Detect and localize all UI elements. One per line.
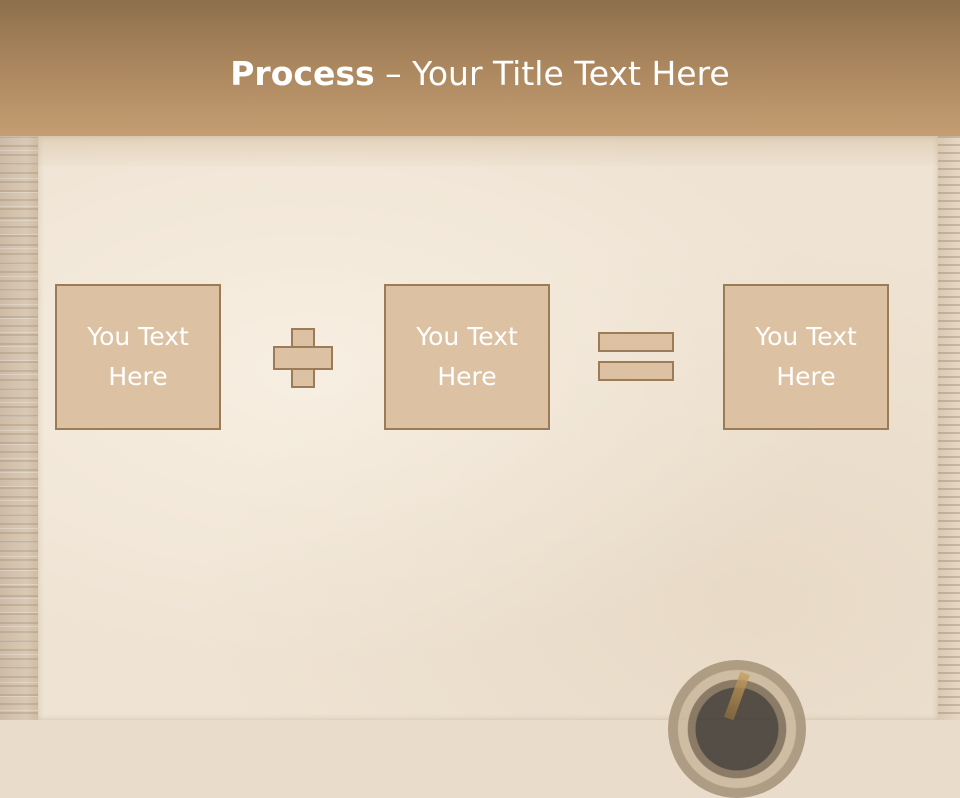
- title-band: [0, 0, 960, 136]
- wood-strip-right: [936, 136, 960, 720]
- wood-strip-left: [0, 136, 44, 720]
- paper-fold: [38, 136, 938, 166]
- title-bold: Process: [230, 54, 375, 93]
- slide-title: Process – Your Title Text Here: [0, 52, 960, 96]
- title-rest: – Your Title Text Here: [374, 54, 730, 93]
